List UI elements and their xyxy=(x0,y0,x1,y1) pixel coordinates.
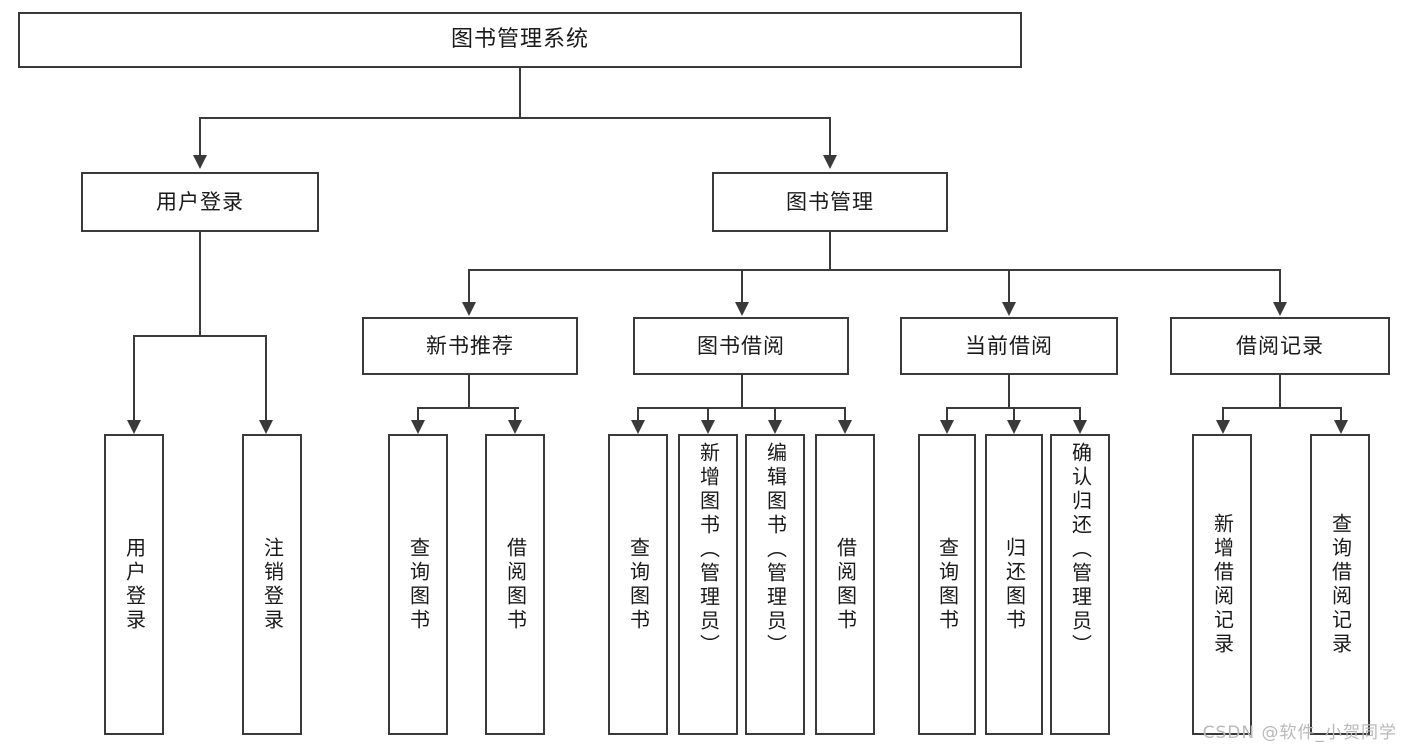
node-root-book-management-system[interactable]: 图书管理系统 xyxy=(18,12,1022,68)
arrowhead-current-borrow xyxy=(1002,302,1016,316)
node-label: 用户登录 xyxy=(122,536,147,633)
arrowhead-borrow-record xyxy=(1273,302,1287,316)
leaf-bb-add-book[interactable]: 新增图书（管理员） xyxy=(678,434,738,735)
connector-root-bus xyxy=(199,117,831,119)
connector-user-login-stem xyxy=(199,232,201,336)
arrowhead-new-book-recommend xyxy=(462,302,476,316)
node-label: 注销登录 xyxy=(260,536,285,633)
arrowhead-leaf-user-login xyxy=(127,420,141,434)
leaf-br-query-record[interactable]: 查询借阅记录 xyxy=(1310,434,1370,735)
leaf-bb-edit-book[interactable]: 编辑图书（管理员） xyxy=(745,434,805,735)
leaf-nbr-borrow-book[interactable]: 借阅图书 xyxy=(485,434,545,735)
node-current-borrow[interactable]: 当前借阅 xyxy=(900,317,1118,375)
arrowhead-cb-confirm-return xyxy=(1073,420,1087,434)
node-label: 当前借阅 xyxy=(965,333,1053,358)
connector-cb-drop-3 xyxy=(1079,407,1081,420)
connector-nbr-bus xyxy=(417,407,519,409)
connector-br-drop-1 xyxy=(1222,407,1224,420)
connector-bb-drop-1 xyxy=(637,407,639,420)
arrowhead-book-borrow xyxy=(735,302,749,316)
node-book-borrow[interactable]: 图书借阅 xyxy=(633,317,849,375)
arrowhead-bb-query-book xyxy=(631,420,645,434)
leaf-user-login[interactable]: 用户登录 xyxy=(104,434,164,735)
node-new-book-recommend[interactable]: 新书推荐 xyxy=(362,317,578,375)
node-label: 借阅图书 xyxy=(833,536,858,633)
connector-bb-drop-4 xyxy=(844,407,846,420)
connector-bb-drop-3 xyxy=(774,407,776,420)
connector-root-to-book-management xyxy=(829,117,831,155)
connector-bb-stem xyxy=(741,375,743,408)
csdn-watermark: CSDN @软件_小贺同学 xyxy=(1202,723,1397,743)
connector-bm-drop-current-borrow xyxy=(1008,269,1010,302)
leaf-bb-query-book[interactable]: 查询图书 xyxy=(608,434,668,735)
node-borrow-record[interactable]: 借阅记录 xyxy=(1170,317,1390,375)
leaf-br-add-record[interactable]: 新增借阅记录 xyxy=(1192,434,1252,735)
arrowhead-nbr-borrow-book xyxy=(508,420,522,434)
arrowhead-nbr-query-book xyxy=(411,420,425,434)
connector-nbr-stem xyxy=(468,375,470,408)
node-label: 查询图书 xyxy=(935,536,960,633)
arrowhead-cb-query-book xyxy=(940,420,954,434)
connector-br-bus xyxy=(1222,407,1340,409)
node-label: 借阅图书 xyxy=(503,536,528,633)
connector-root-stem xyxy=(519,68,521,118)
connector-nbr-drop-1 xyxy=(417,407,419,420)
connector-cb-drop-2 xyxy=(1013,407,1015,420)
connector-root-to-user-login xyxy=(199,117,201,155)
arrowhead-bb-edit-book xyxy=(768,420,782,434)
arrowhead-cb-return-book xyxy=(1007,420,1021,434)
leaf-cb-confirm-return[interactable]: 确认归还（管理员） xyxy=(1050,434,1110,735)
node-label: 编辑图书（管理员） xyxy=(763,442,788,658)
node-label: 新增图书（管理员） xyxy=(696,442,721,658)
connector-book-management-bus xyxy=(468,269,1281,271)
node-label: 查询图书 xyxy=(406,536,431,633)
connector-bm-drop-book-borrow xyxy=(741,269,743,302)
node-user-login[interactable]: 用户登录 xyxy=(81,172,319,232)
connector-bm-drop-borrow-record xyxy=(1279,269,1281,302)
node-label: 查询图书 xyxy=(626,536,651,633)
node-label: 新增借阅记录 xyxy=(1210,512,1235,657)
node-label: 图书借阅 xyxy=(697,333,785,358)
node-label: 新书推荐 xyxy=(426,333,514,358)
node-label: 确认归还（管理员） xyxy=(1068,442,1093,658)
connector-br-drop-2 xyxy=(1340,407,1342,420)
leaf-cb-return-book[interactable]: 归还图书 xyxy=(985,434,1043,735)
connector-user-login-drop-2 xyxy=(265,335,267,420)
node-label: 归还图书 xyxy=(1002,536,1027,633)
arrowhead-br-add-record xyxy=(1216,420,1230,434)
node-label: 图书管理 xyxy=(786,189,874,214)
connector-bm-drop-new-book xyxy=(468,269,470,302)
arrowhead-leaf-logout xyxy=(259,420,273,434)
connector-nbr-drop-2 xyxy=(514,407,516,420)
connector-book-management-stem xyxy=(829,232,831,270)
node-label: 借阅记录 xyxy=(1236,333,1324,358)
leaf-nbr-query-book[interactable]: 查询图书 xyxy=(388,434,448,735)
node-book-management[interactable]: 图书管理 xyxy=(712,172,948,232)
node-label: 查询借阅记录 xyxy=(1328,512,1353,657)
connector-br-stem xyxy=(1279,375,1281,408)
connector-user-login-drop-1 xyxy=(133,335,135,420)
connector-bb-drop-2 xyxy=(707,407,709,420)
arrowhead-bb-add-book xyxy=(701,420,715,434)
leaf-bb-borrow-book[interactable]: 借阅图书 xyxy=(815,434,875,735)
connector-cb-drop-1 xyxy=(946,407,948,420)
connector-user-login-bus xyxy=(133,335,266,337)
arrowhead-bb-borrow-book xyxy=(838,420,852,434)
leaf-logout[interactable]: 注销登录 xyxy=(242,434,302,735)
node-label: 图书管理系统 xyxy=(450,27,589,53)
arrowhead-user-login xyxy=(193,155,207,169)
arrowhead-book-management xyxy=(823,155,837,169)
connector-cb-bus xyxy=(946,407,1079,409)
arrowhead-br-query-record xyxy=(1334,420,1348,434)
leaf-cb-query-book[interactable]: 查询图书 xyxy=(918,434,976,735)
node-label: 用户登录 xyxy=(156,189,244,214)
connector-bb-bus xyxy=(637,407,845,409)
connector-cb-stem xyxy=(1008,375,1010,408)
